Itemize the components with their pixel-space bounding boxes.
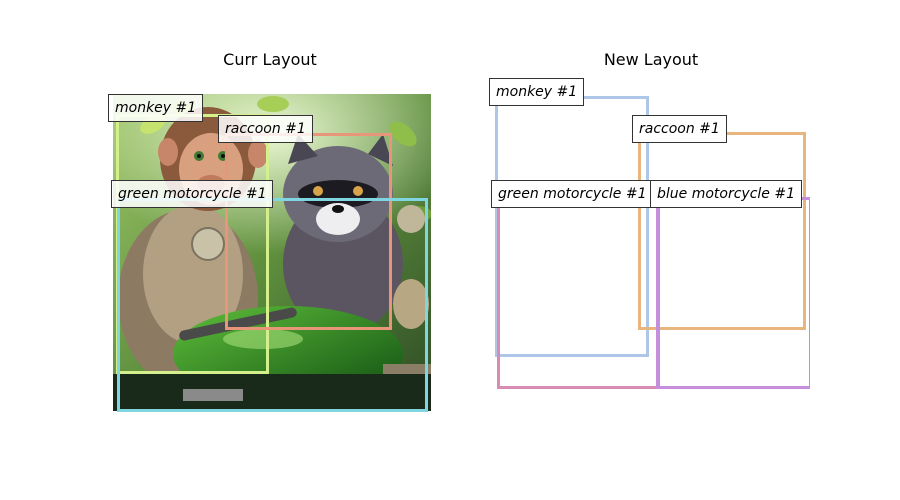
curr-raccoon-label: raccoon #1 [218,115,313,143]
new-layout-title: New Layout [603,50,699,69]
curr-green-motorcycle-box [117,198,428,412]
new-monkey-label: monkey #1 [489,78,585,106]
new-raccoon-label: raccoon #1 [632,115,727,143]
new-blue-motorcycle-box [656,197,810,389]
curr-layout-title: Curr Layout [223,50,317,69]
curr-green-motorcycle-label: green motorcycle #1 [111,180,274,208]
new-blue-motorcycle-label: blue motorcycle #1 [650,180,802,208]
new-green-motorcycle-box [497,196,660,389]
curr-monkey-label: monkey #1 [108,94,204,122]
new-green-motorcycle-label: green motorcycle #1 [491,180,654,208]
